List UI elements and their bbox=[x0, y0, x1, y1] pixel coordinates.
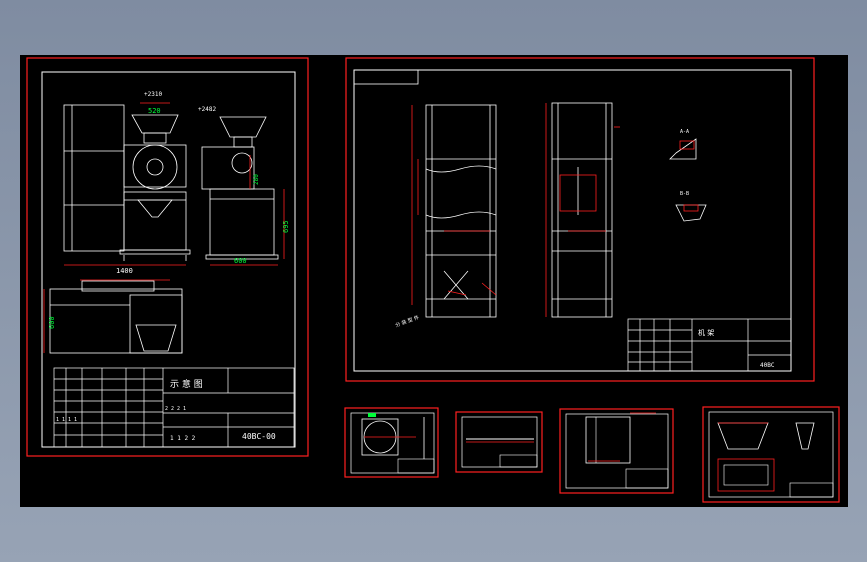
sheet-rod[interactable] bbox=[455, 411, 543, 473]
dim-hopper: 520 bbox=[148, 107, 161, 115]
rack-side-view bbox=[551, 102, 613, 318]
level-mark-1: +2310 bbox=[144, 91, 162, 98]
front-view bbox=[49, 104, 279, 354]
cad-model-space[interactable]: 1400 600 695 600 520 280 +2310 +2482 bbox=[20, 55, 848, 507]
sheet1-drawing-no: 40BC-00 bbox=[242, 432, 276, 441]
dim-side-mid: 280 bbox=[253, 174, 260, 185]
dim-side-width: 600 bbox=[234, 257, 247, 265]
section-b-label: B-B bbox=[680, 191, 689, 197]
section-views bbox=[669, 138, 707, 222]
sheet1-title: 示 意 图 bbox=[170, 378, 203, 390]
sheet2-note: 分 装 型 件 bbox=[394, 314, 420, 329]
drawing-svg: 1400 600 695 600 520 280 +2310 +2482 bbox=[26, 57, 840, 503]
sheet-hopper[interactable] bbox=[702, 406, 840, 503]
sheet1-scale-row: 1 1 1 1 bbox=[56, 417, 77, 423]
sheet2-title: 机 架 bbox=[698, 328, 714, 337]
sheet-flange[interactable] bbox=[344, 407, 439, 478]
rack-front-view bbox=[425, 104, 497, 318]
sheet1-qty-row: 1 1 2 2 bbox=[170, 435, 196, 442]
sheet1-num-row: 2 2 2 1 bbox=[165, 406, 186, 412]
title-block-1 bbox=[53, 367, 295, 448]
dim-width: 1400 bbox=[116, 267, 133, 275]
section-a-label: A-A bbox=[680, 129, 689, 135]
sheet-2[interactable]: A-A B-B 分 装 型 件 机 架 40BC bbox=[345, 57, 815, 382]
sheet-plate[interactable] bbox=[559, 408, 674, 494]
dim-side-height: 695 bbox=[282, 220, 290, 233]
title-block-2 bbox=[627, 318, 792, 372]
sheet-1[interactable]: 1400 600 695 600 520 280 +2310 +2482 bbox=[26, 57, 309, 457]
sheet2-drawing-no: 40BC bbox=[760, 362, 775, 369]
dim-plan-height: 600 bbox=[48, 316, 56, 329]
level-mark-2: +2482 bbox=[198, 106, 216, 113]
